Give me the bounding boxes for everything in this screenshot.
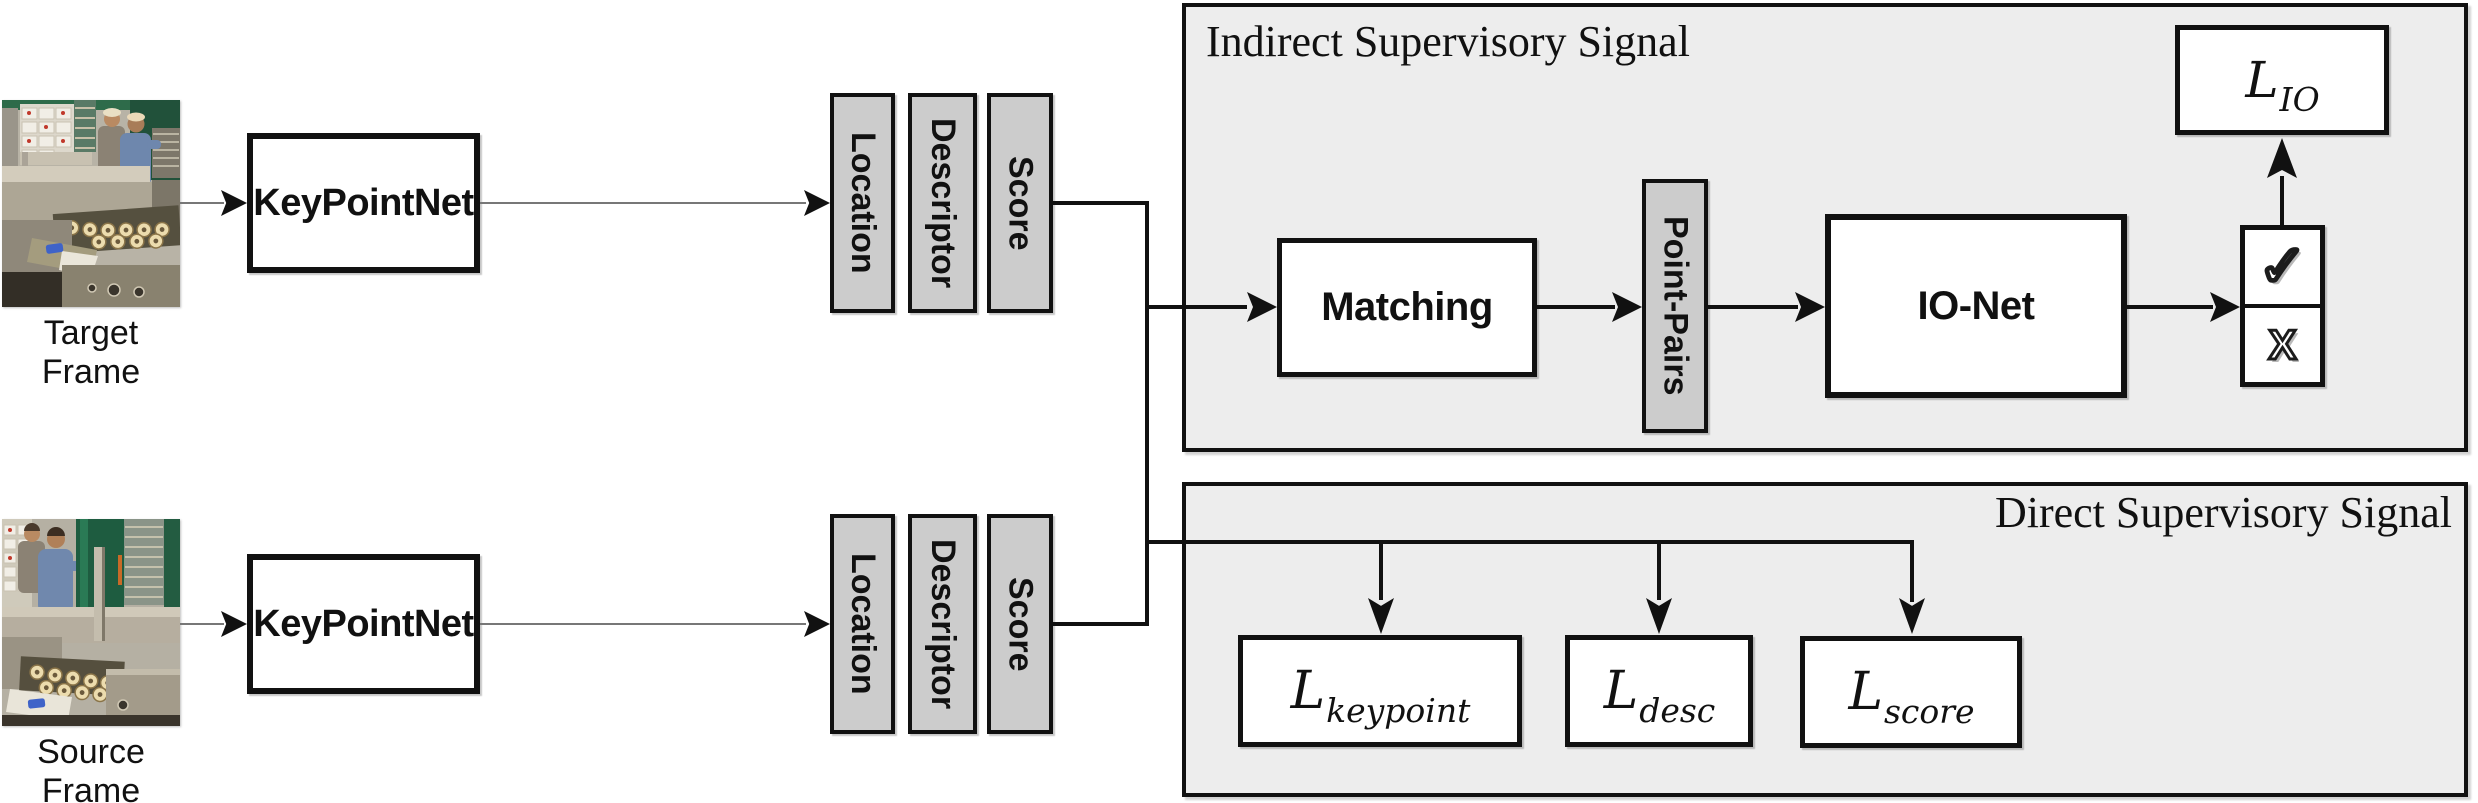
score-box-bottom: Score (987, 514, 1053, 734)
keypointnet-label: KeyPointNet (253, 602, 474, 645)
worker-figures (18, 523, 84, 613)
wire-ionet-to-inlier (2127, 305, 2213, 309)
wire-drop-keypoint (1379, 544, 1383, 600)
wire-net-to-outputs-bottom (480, 623, 806, 625)
loss-symbol: L (1290, 661, 1326, 721)
wire-trunk-vertical (1145, 201, 1149, 626)
arrowhead (804, 611, 830, 637)
io-loss-label: LIO (2245, 51, 2319, 119)
source-frame-photo (2, 519, 180, 726)
descriptor-label: Descriptor (924, 117, 962, 289)
arrowhead (804, 190, 830, 216)
descriptor-box-top: Descriptor (908, 93, 977, 313)
score-box-top: Score (987, 93, 1053, 313)
inlier-outlier-box: ✓ X (2240, 225, 2325, 387)
loss-subscript: IO (2279, 80, 2320, 119)
wire-pointpairs-to-ionet (1708, 305, 1798, 309)
descriptor-box-bottom: Descriptor (908, 514, 977, 734)
loss-subscript: desc (1639, 691, 1716, 730)
wire-branch-direct (1145, 540, 1914, 544)
wire-inlier-to-loss (2280, 176, 2284, 225)
check-icon: ✓ (2257, 234, 2309, 299)
loss-subscript: score (1883, 692, 1975, 731)
wire-drop-score (1910, 540, 1914, 602)
descriptor-label: Descriptor (924, 538, 962, 710)
loss-symbol: L (2245, 51, 2279, 109)
arrowhead (221, 190, 247, 216)
io-net-box: IO-Net (1825, 214, 2127, 398)
loss-symbol: L (1603, 661, 1639, 721)
location-box-bottom: Location (830, 514, 895, 734)
wire-drop-desc (1657, 544, 1661, 600)
wire-net-to-outputs-top (480, 202, 806, 204)
location-label: Location (844, 553, 882, 695)
outlier-cell: X (2245, 308, 2320, 382)
wire-photo-to-net-top (180, 202, 224, 204)
loss-subscript: keypoint (1326, 691, 1471, 730)
wire-photo-to-net-bottom (180, 623, 224, 625)
target-frame-photo (2, 100, 180, 307)
source-frame-label: Source Frame (37, 733, 145, 803)
indirect-panel-title: Indirect Supervisory Signal (1206, 17, 1690, 66)
desc-loss-box: Ldesc (1565, 635, 1753, 747)
keypoint-loss-label: Lkeypoint (1290, 661, 1471, 730)
inlier-cell: ✓ (2245, 230, 2320, 308)
io-loss-box: LIO (2175, 25, 2389, 135)
desc-loss-label: Ldesc (1603, 661, 1716, 730)
score-label: Score (1001, 155, 1040, 251)
keypointnet-box-bottom: KeyPointNet (247, 554, 480, 694)
io-net-label: IO-Net (1917, 283, 2036, 328)
matching-label: Matching (1321, 285, 1493, 329)
score-loss-label: Lscore (1848, 662, 1974, 731)
location-box-top: Location (830, 93, 895, 313)
wire-matching-to-pointpairs (1537, 305, 1615, 309)
keypoint-loss-box: Lkeypoint (1238, 635, 1522, 747)
wire-score-out-top (1053, 201, 1149, 205)
target-frame-label: Target Frame (41, 314, 141, 391)
score-loss-box: Lscore (1800, 636, 2022, 748)
arrowhead (221, 611, 247, 637)
direct-panel-title: Direct Supervisory Signal (1994, 488, 2452, 537)
location-label: Location (844, 132, 882, 274)
matching-box: Matching (1277, 238, 1537, 377)
point-pairs-box: Point-Pairs (1642, 179, 1708, 433)
wire-branch-indirect (1145, 305, 1247, 309)
wire-score-out-bottom (1053, 622, 1149, 626)
cross-icon: X (2267, 321, 2298, 368)
point-pairs-label: Point-Pairs (1656, 216, 1695, 396)
loss-symbol: L (1848, 662, 1883, 722)
keypointnet-box-top: KeyPointNet (247, 133, 480, 273)
score-label: Score (1001, 576, 1040, 672)
donuts (63, 220, 170, 250)
keypointnet-label: KeyPointNet (253, 181, 474, 224)
